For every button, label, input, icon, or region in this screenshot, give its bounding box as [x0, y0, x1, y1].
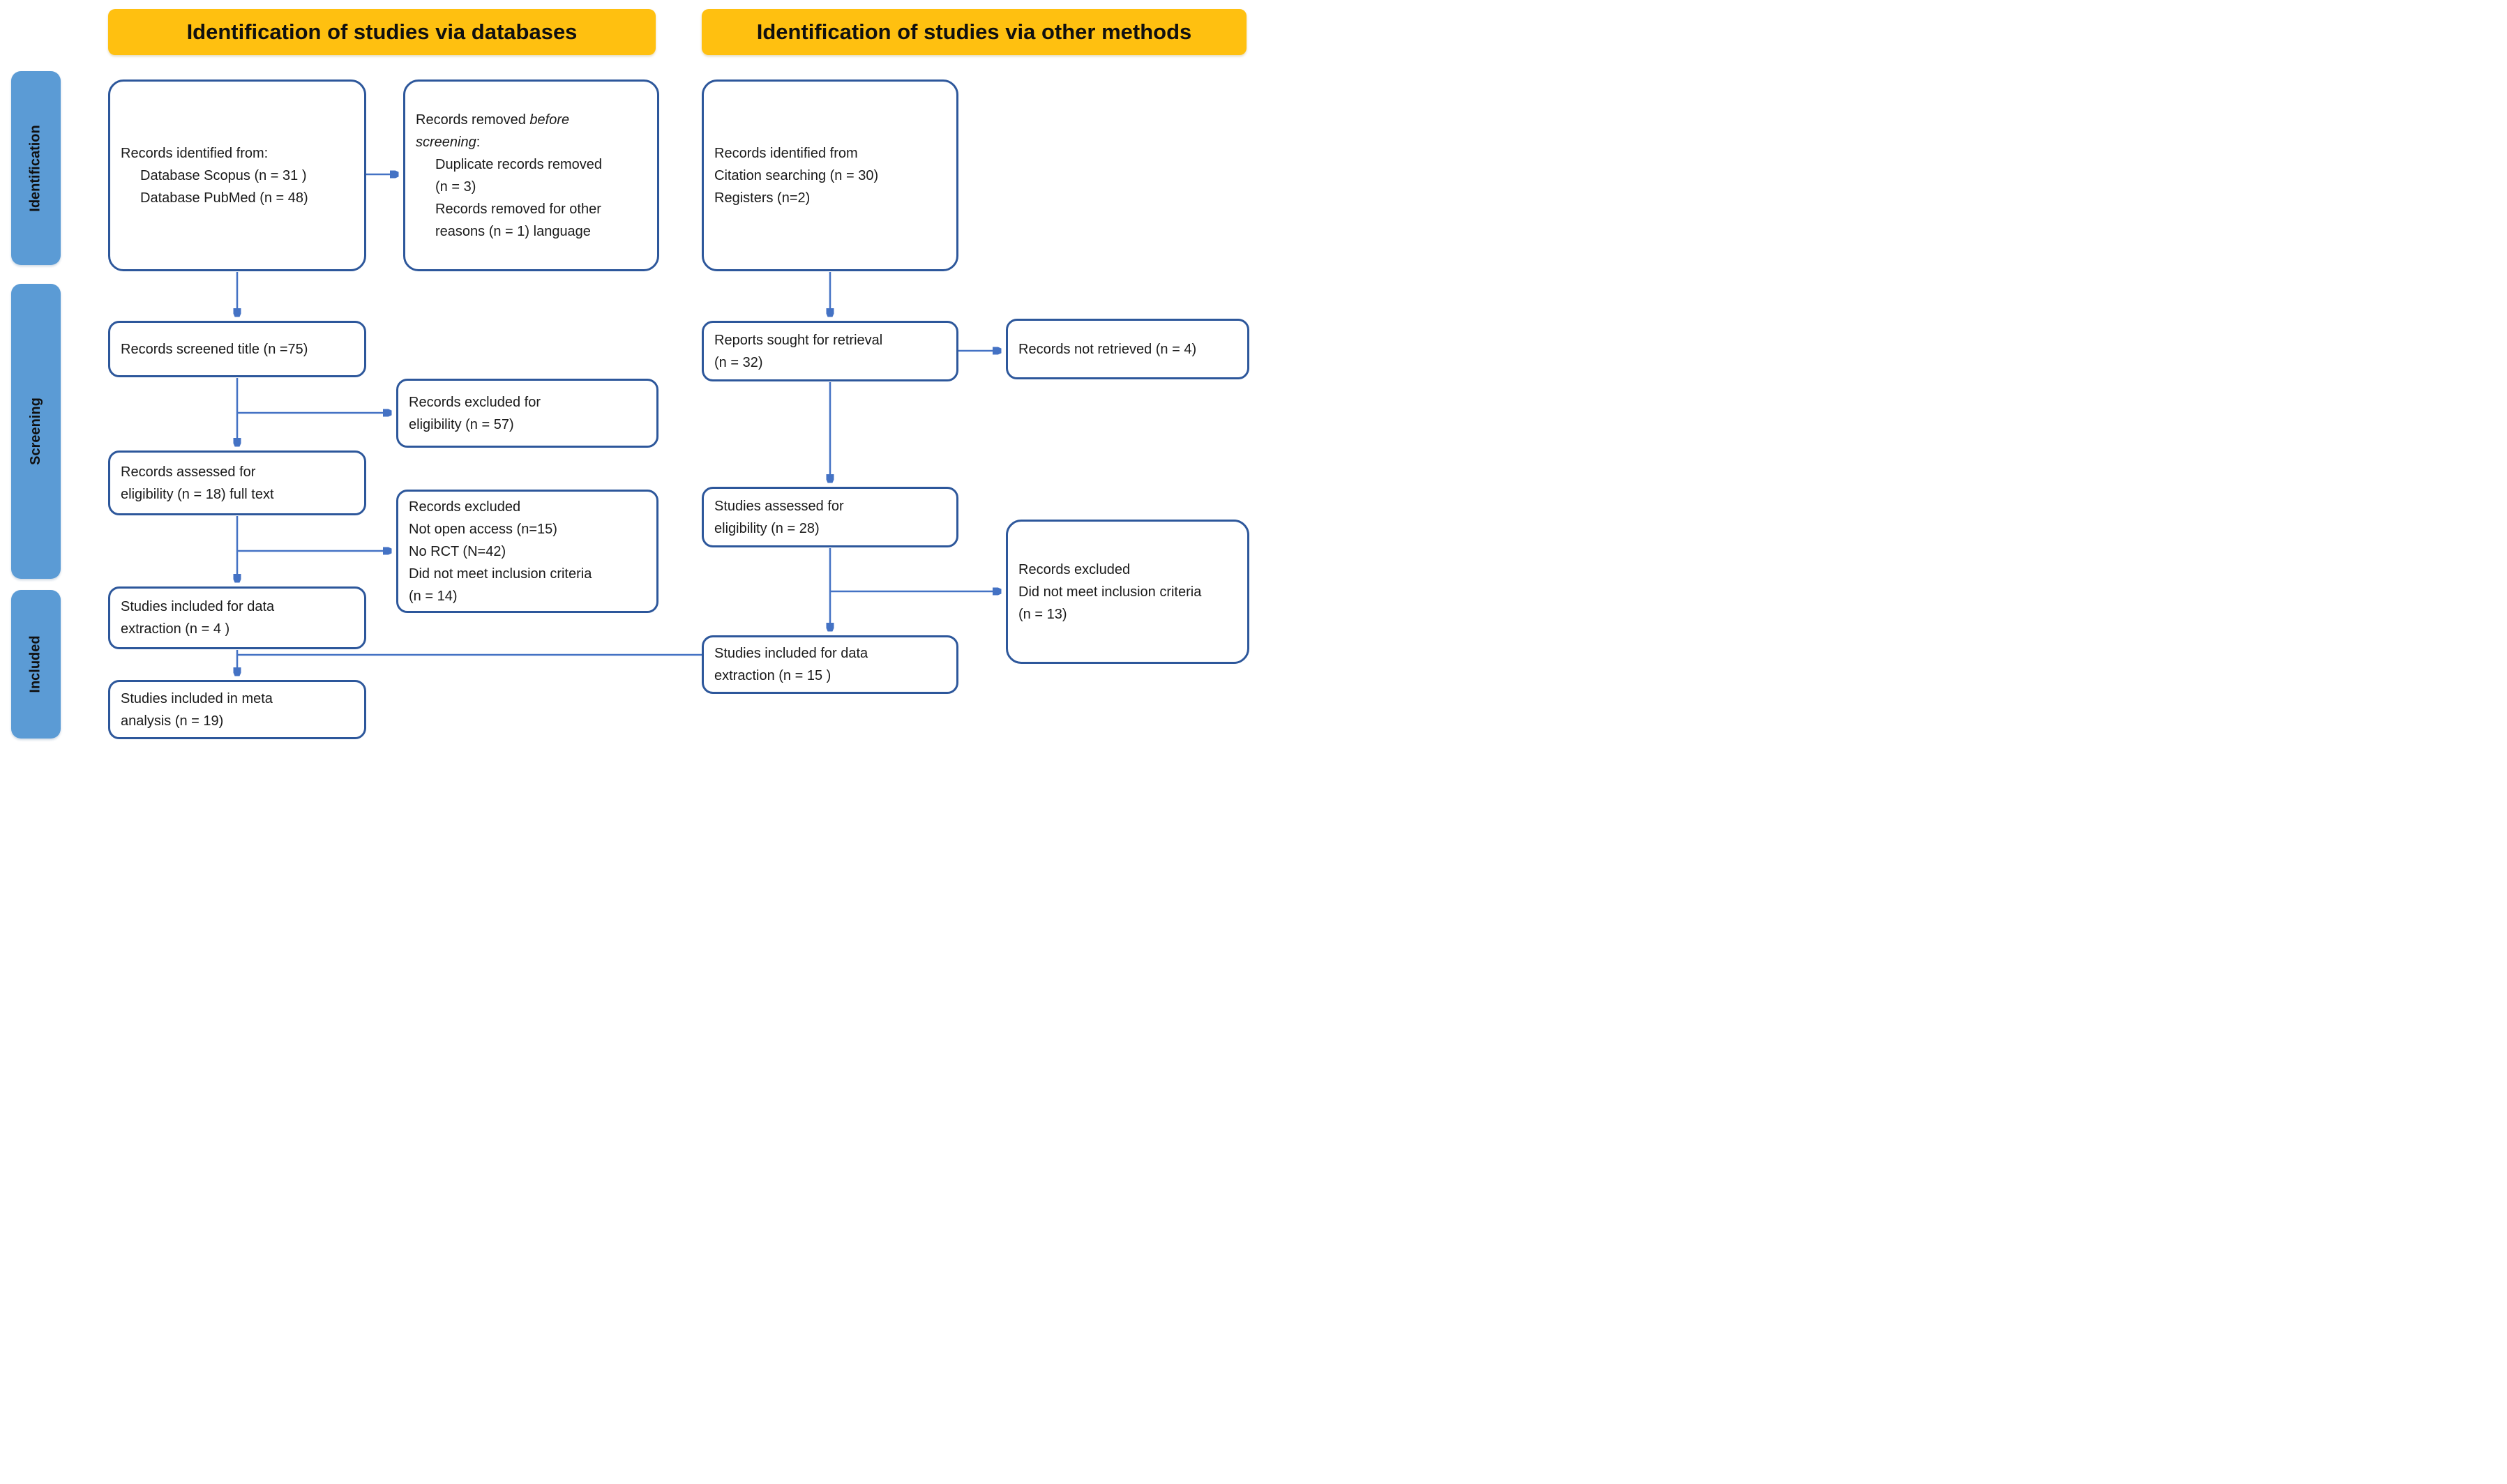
stage-screening: Screening: [11, 284, 61, 579]
box-reports-sought-retrieval: Reports sought for retrieval (n = 32): [702, 321, 958, 381]
box-records-excluded-other: Records excluded Did not meet inclusion …: [1006, 520, 1249, 664]
box-line: Database Scopus (n = 31 ): [140, 167, 307, 183]
box-line: analysis (n = 19): [121, 713, 224, 729]
header-databases-label: Identification of studies via databases: [186, 20, 578, 44]
stage-identification: Identification: [11, 71, 61, 265]
box-records-removed-before-screening: Records removed before screening: Duplic…: [403, 80, 659, 271]
box-line: Records assessed for: [121, 464, 256, 480]
box-line: Records removed for other: [435, 201, 601, 217]
box-line: Records identified from: [714, 145, 858, 161]
box-line: Records excluded: [409, 499, 521, 515]
box-records-excluded-eligibility: Records excluded for eligibility (n = 57…: [396, 379, 658, 448]
box-line: (n = 3): [435, 179, 476, 195]
box-line: eligibility (n = 57): [409, 416, 514, 432]
box-records-assessed-fulltext: Records assessed for eligibility (n = 18…: [108, 450, 366, 515]
box-studies-included-extraction-databases: Studies included for data extraction (n …: [108, 586, 366, 649]
box-line: Studies assessed for: [714, 498, 844, 514]
box-studies-included-meta-analysis: Studies included in meta analysis (n = 1…: [108, 680, 366, 739]
box-line: Did not meet inclusion criteria: [409, 566, 592, 582]
box-line: Records removed before: [416, 112, 570, 128]
box-line: Records excluded: [1018, 561, 1131, 577]
box-line: (n = 13): [1018, 606, 1067, 622]
box-line: reasons (n = 1) language: [435, 223, 591, 239]
box-line: Studies included for data: [714, 646, 868, 661]
box-line: Registers (n=2): [714, 190, 811, 206]
box-records-not-retrieved: Records not retrieved (n = 4): [1006, 319, 1249, 379]
stage-included-label: Included: [28, 635, 44, 693]
box-line: extraction (n = 15 ): [714, 668, 831, 683]
box-line: Duplicate records removed: [435, 156, 602, 172]
header-databases: Identification of studies via databases: [108, 9, 656, 55]
box-line: Records identified from:: [121, 145, 269, 161]
box-line: eligibility (n = 28): [714, 520, 820, 536]
prisma-flow-diagram: Identification of studies via databases …: [0, 0, 1254, 742]
box-line: Reports sought for retrieval: [714, 332, 883, 348]
stage-included: Included: [11, 590, 61, 739]
box-line: Studies included in meta: [121, 690, 273, 706]
box-line: (n = 32): [714, 354, 763, 370]
box-line: Did not meet inclusion criteria: [1018, 584, 1202, 600]
box-records-identified-other: Records identified from Citation searchi…: [702, 80, 958, 271]
box-line: extraction (n = 4 ): [121, 621, 230, 637]
box-records-excluded-reasons: Records excluded Not open access (n=15) …: [396, 490, 658, 613]
box-records-screened: Records screened title (n =75): [108, 321, 366, 377]
box-studies-included-extraction-other: Studies included for data extraction (n …: [702, 635, 958, 694]
header-other-methods-label: Identification of studies via other meth…: [756, 20, 1192, 44]
box-line: eligibility (n = 18) full text: [121, 486, 274, 502]
stage-screening-label: Screening: [28, 397, 44, 465]
header-other-methods: Identification of studies via other meth…: [702, 9, 1247, 55]
box-line: Records screened title (n =75): [121, 341, 308, 357]
box-line: Records excluded for: [409, 394, 541, 410]
box-line: Records not retrieved (n = 4): [1018, 341, 1197, 357]
box-line: screening:: [416, 134, 481, 150]
box-line: (n = 14): [409, 588, 458, 604]
box-line: Not open access (n=15): [409, 521, 557, 537]
box-line: No RCT (N=42): [409, 543, 506, 559]
stage-identification-label: Identification: [28, 124, 44, 212]
box-line: Citation searching (n = 30): [714, 167, 879, 183]
box-line: Studies included for data: [121, 599, 275, 614]
box-studies-assessed-other: Studies assessed for eligibility (n = 28…: [702, 487, 958, 547]
box-line: Database PubMed (n = 48): [140, 190, 308, 206]
box-records-identified-databases: Records identified from: Database Scopus…: [108, 80, 366, 271]
